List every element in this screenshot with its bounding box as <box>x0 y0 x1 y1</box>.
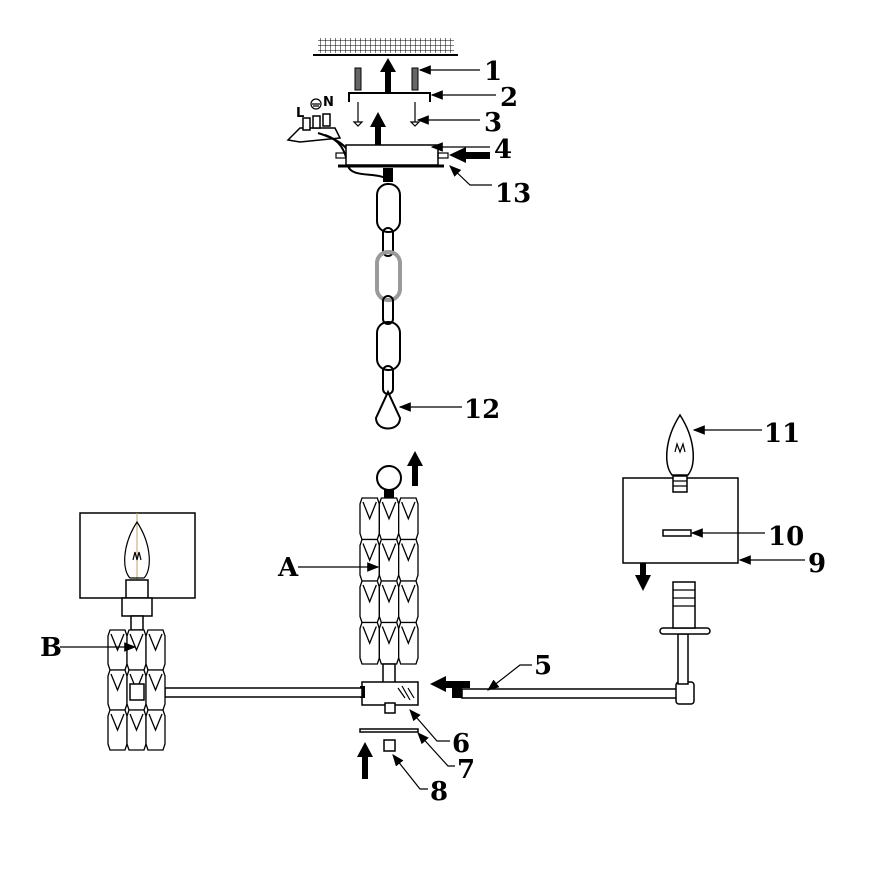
ceiling <box>313 38 458 56</box>
part-label-10: 10 <box>768 522 804 552</box>
junction-hub <box>360 681 419 714</box>
screw-cap <box>383 739 396 752</box>
mounting-bracket <box>348 92 431 102</box>
cover-plate <box>359 728 419 733</box>
chain <box>374 168 402 430</box>
part-label-A: A <box>277 553 299 583</box>
bulb-icon <box>666 413 694 493</box>
left-arm <box>79 512 363 751</box>
leader-lines <box>60 65 805 790</box>
part-label-11: 11 <box>764 419 800 449</box>
crystal-segment <box>359 538 419 582</box>
ground-icon <box>310 98 322 110</box>
shade-ring <box>662 529 692 537</box>
arrow-up-icon <box>370 112 386 145</box>
part-label-7: 7 <box>457 755 475 785</box>
part-label-12: 12 <box>464 395 500 425</box>
part-label-4: 4 <box>494 135 512 165</box>
canopy <box>335 144 449 168</box>
bulb-icon <box>124 520 150 579</box>
part-label-8: 8 <box>430 777 448 807</box>
arrow-left-icon <box>449 147 490 163</box>
part-label-13: 13 <box>495 179 531 209</box>
central-crystal-column <box>359 465 419 685</box>
crystal-segment <box>359 497 419 541</box>
terminal-block: L N <box>286 95 389 183</box>
terminal-neutral-label: N <box>323 95 334 110</box>
part-label-2: 2 <box>500 83 518 113</box>
part-label-B: B <box>40 633 62 663</box>
arrow-up-icon <box>407 451 423 486</box>
crystal-segment <box>107 629 166 671</box>
wall-anchors <box>354 67 419 91</box>
screws <box>352 102 421 127</box>
part-label-1: 1 <box>484 57 502 87</box>
part-label-9: 9 <box>808 549 826 579</box>
crystal-segment <box>107 709 166 751</box>
right-arm <box>452 581 711 705</box>
part-label-5: 5 <box>534 651 552 681</box>
arrow-up-icon <box>357 742 373 779</box>
arrow-up-icon <box>380 58 396 92</box>
arrow-down-icon <box>635 555 651 591</box>
crystal-segment <box>359 621 419 665</box>
terminal-live-label: L <box>296 106 304 121</box>
part-label-3: 3 <box>484 108 502 138</box>
arrow-left-icon <box>430 676 470 692</box>
crystal-segment <box>359 580 419 624</box>
part-label-6: 6 <box>452 729 470 759</box>
